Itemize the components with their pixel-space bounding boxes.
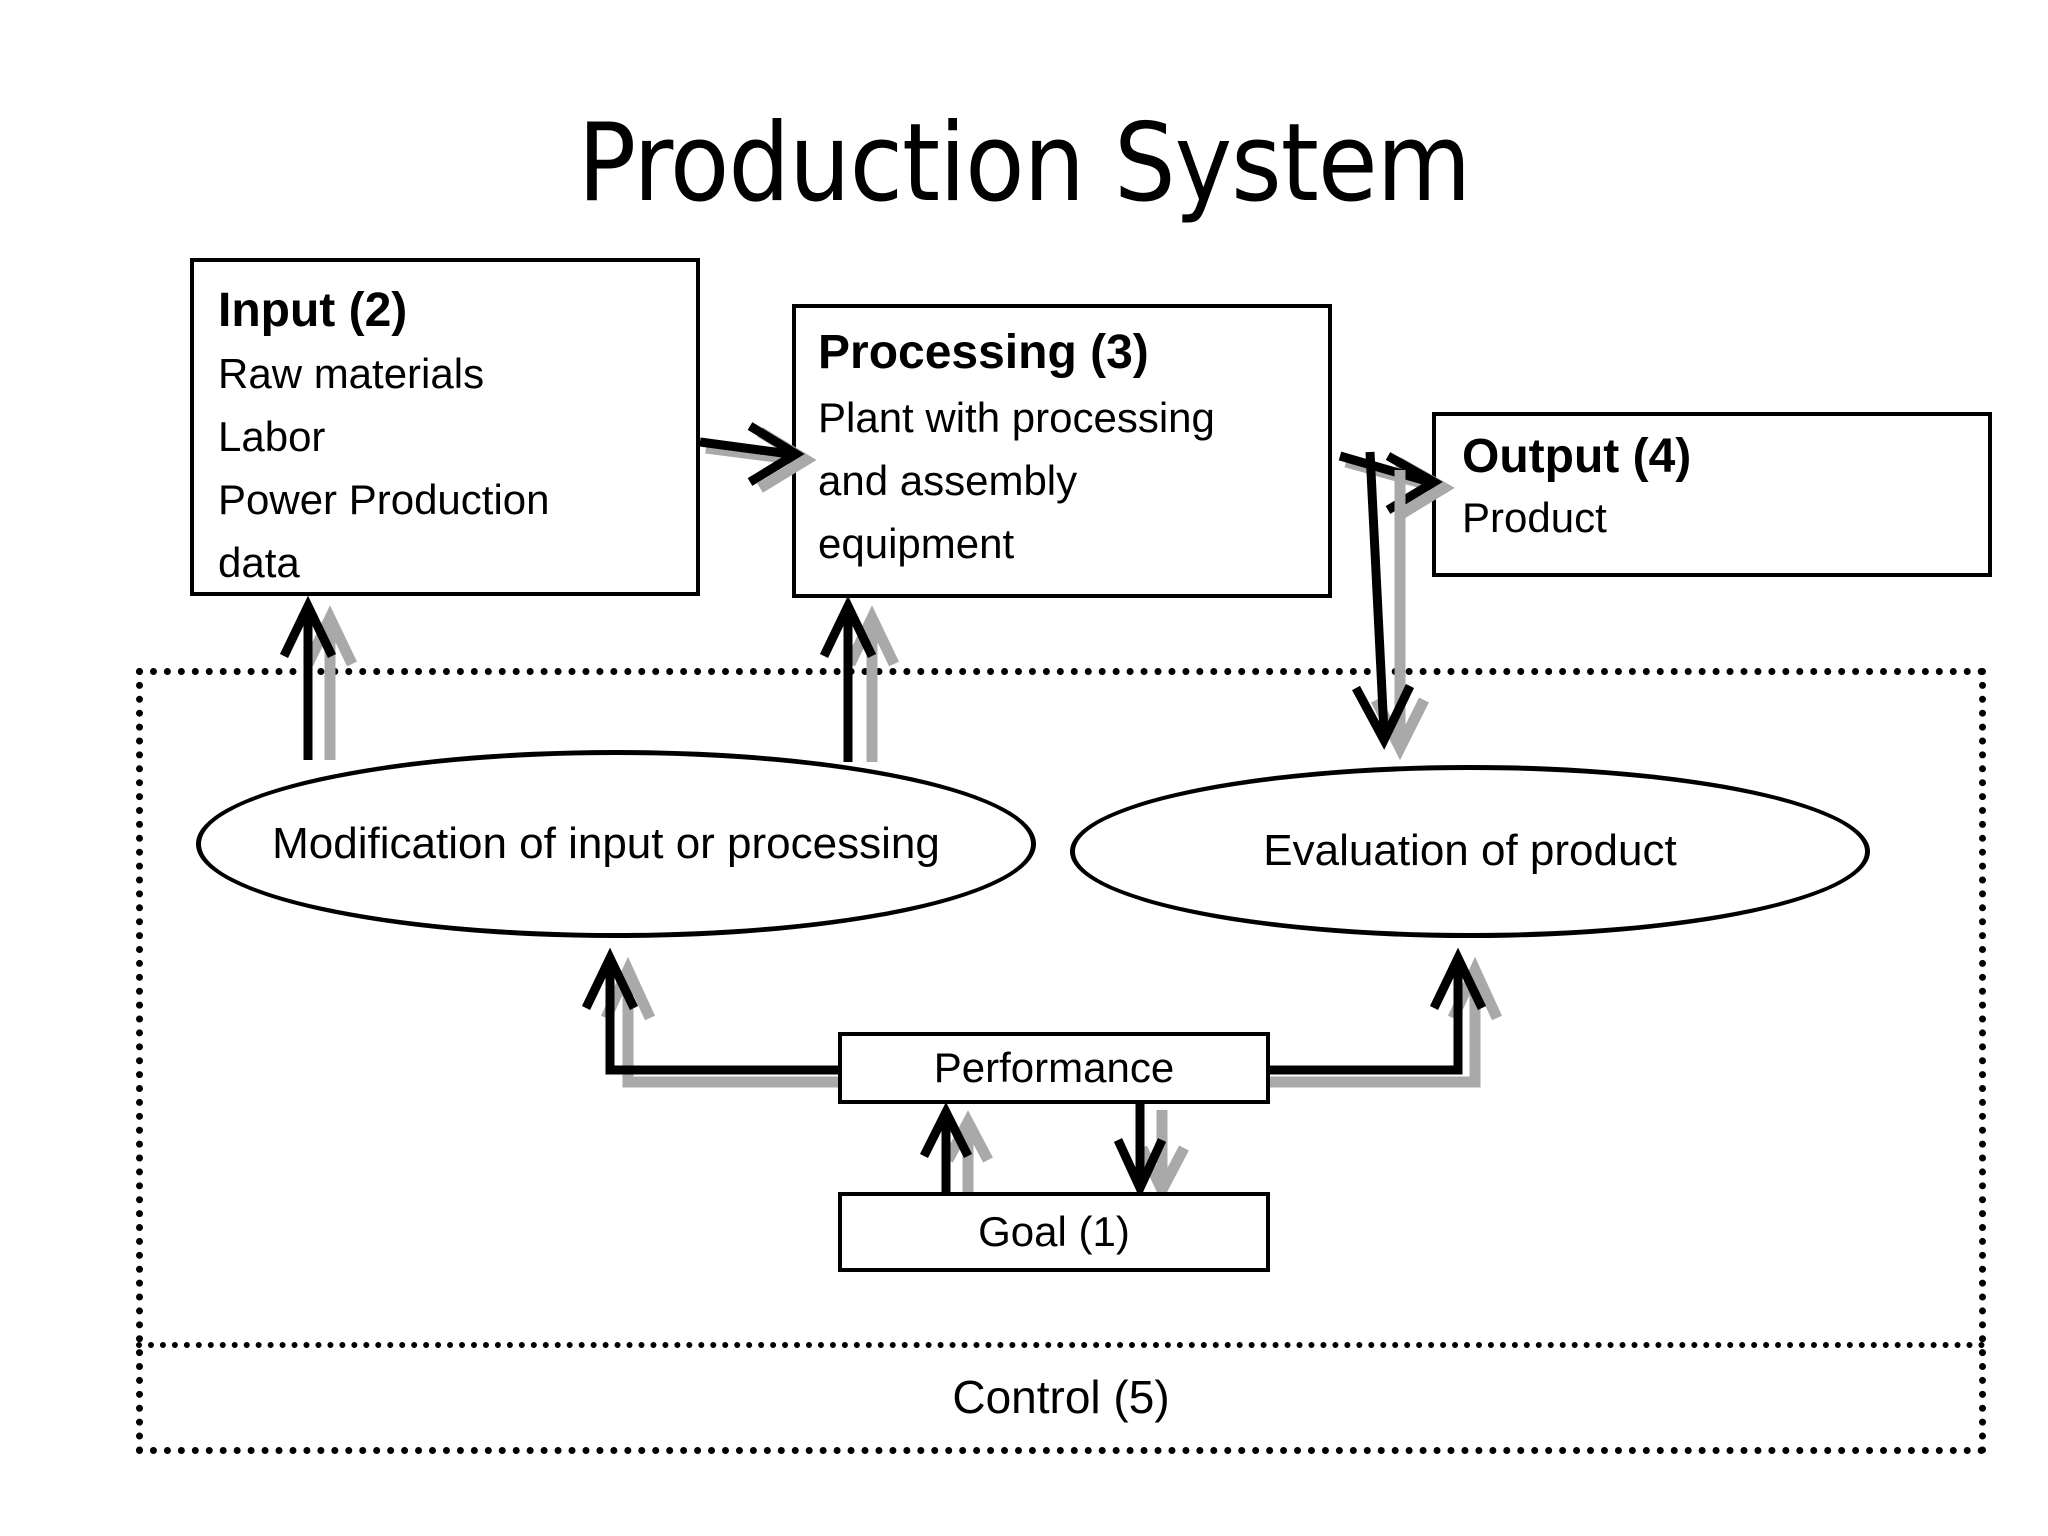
ellipse-evaluation[interactable]: Evaluation of product [1070, 765, 1870, 938]
arrow-input-to-processing [699, 422, 817, 493]
control-label: Control (5) [952, 1371, 1170, 1423]
arrow-processing-to-output [1338, 451, 1455, 521]
control-divider [136, 1342, 1988, 1357]
box-input-heading: Input (2) [218, 284, 408, 337]
page-title: Production System [577, 101, 1472, 226]
box-output[interactable]: Output (4) Product [1432, 412, 1992, 577]
box-goal-label: Goal (1) [978, 1208, 1130, 1255]
control-boundary [136, 668, 1986, 1454]
box-goal[interactable]: Goal (1) [838, 1192, 1270, 1272]
box-processing[interactable]: Processing (3) Plant with processing and… [792, 304, 1332, 598]
ellipse-modification[interactable]: Modification of input or processing [196, 750, 1036, 938]
box-processing-line-1: Plant with processing [818, 394, 1215, 441]
box-input[interactable]: Input (2) Raw materials Labor Power Prod… [190, 258, 700, 596]
box-input-line-2: Labor [218, 413, 326, 460]
box-output-heading: Output (4) [1462, 430, 1692, 483]
box-input-line-3: Power Production [218, 476, 550, 523]
box-input-line-4: data [218, 539, 300, 586]
box-input-line-1: Raw materials [218, 350, 485, 397]
box-processing-line-2: and assembly [818, 457, 1078, 504]
ellipse-modification-label: Modification of input or processing [272, 818, 940, 868]
box-output-line-1: Product [1462, 494, 1607, 541]
box-processing-heading: Processing (3) [818, 326, 1149, 379]
box-performance-label: Performance [933, 1044, 1175, 1091]
ellipse-evaluation-label: Evaluation of product [1263, 826, 1677, 876]
box-performance[interactable]: Performance [838, 1032, 1270, 1104]
box-processing-line-3: equipment [818, 520, 1015, 567]
